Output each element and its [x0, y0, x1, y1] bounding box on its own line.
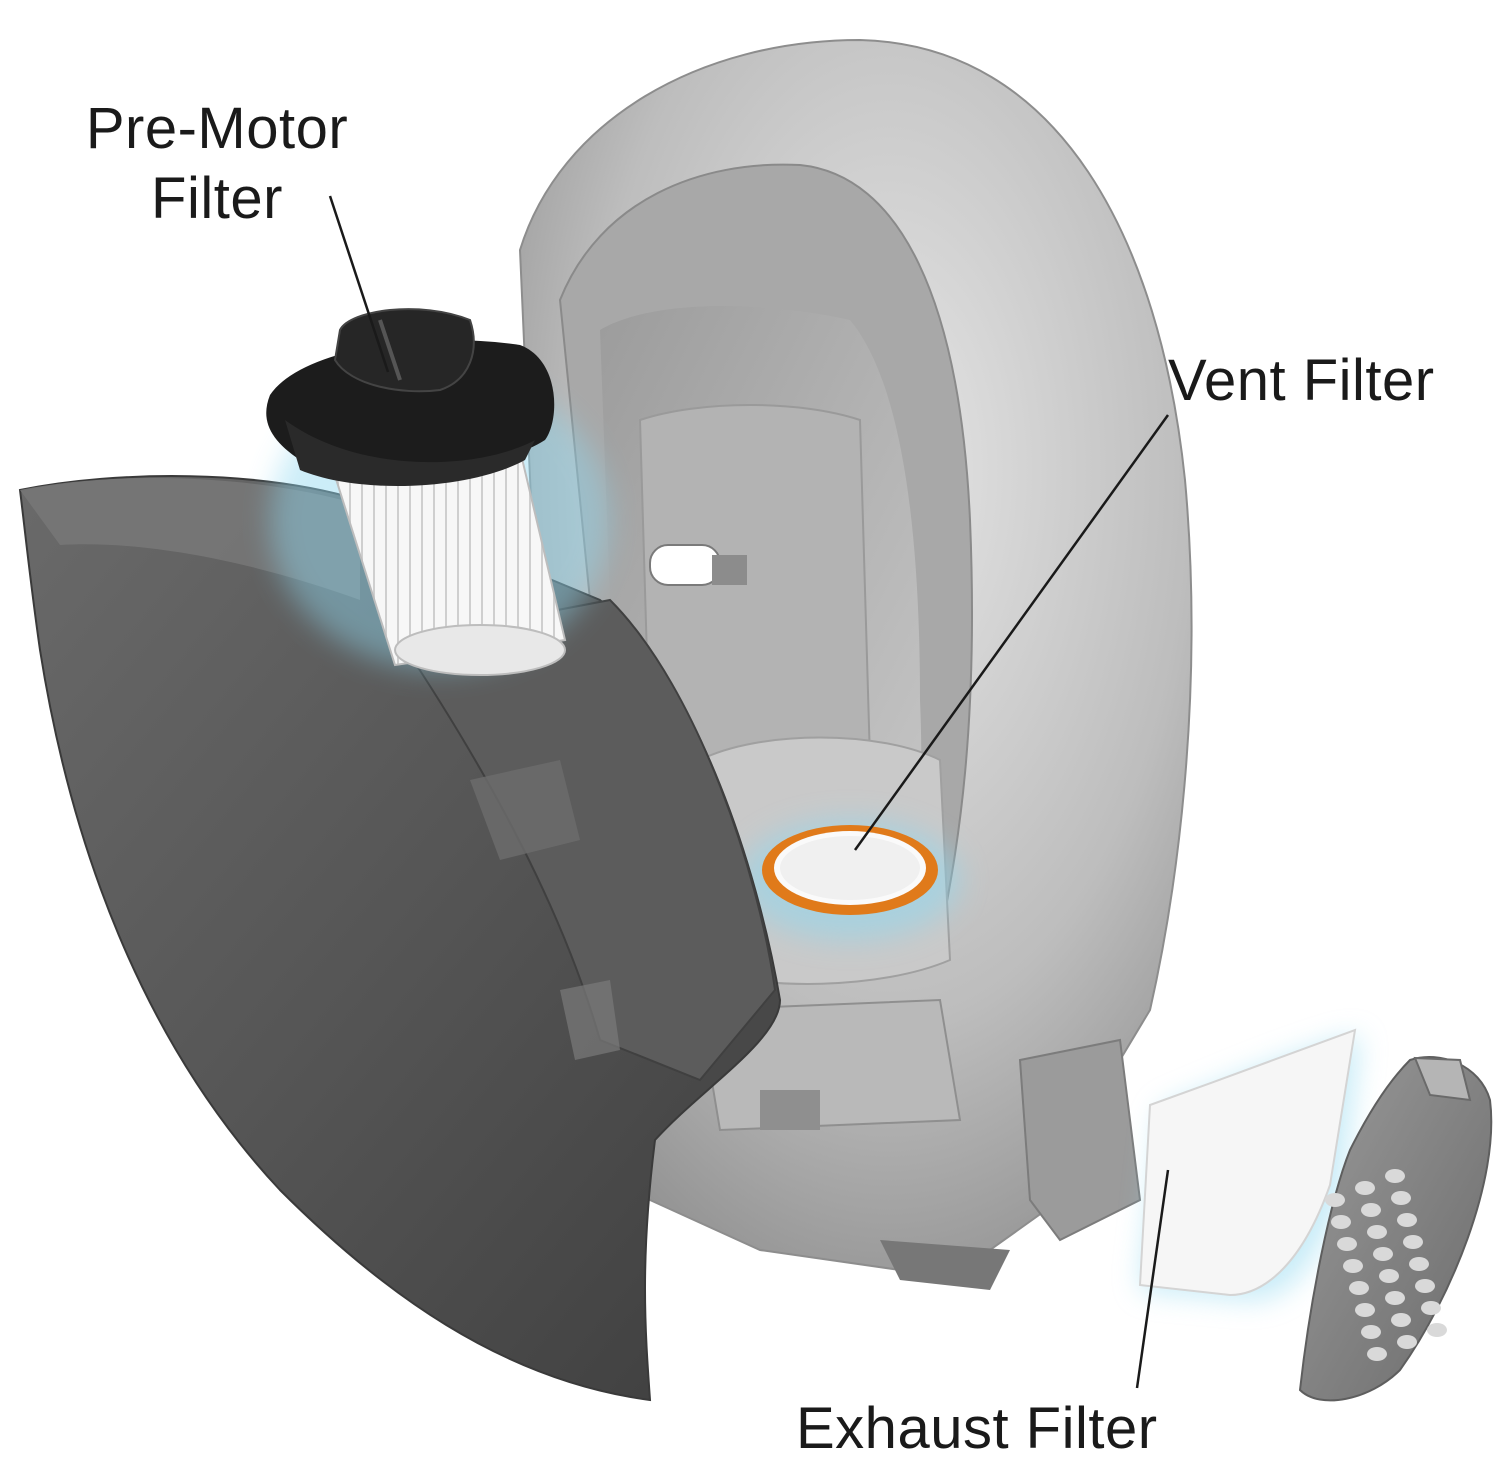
pre-motor-filter-label: Pre-Motor Filter — [52, 94, 382, 234]
grill-hole — [1343, 1259, 1363, 1273]
grill-hole — [1391, 1191, 1411, 1205]
grill-hole — [1397, 1335, 1417, 1349]
grill-hole — [1325, 1193, 1345, 1207]
grill-hole — [1427, 1323, 1447, 1337]
grill-hole — [1361, 1325, 1381, 1339]
grill-hole — [1367, 1225, 1387, 1239]
grill-hole — [1355, 1303, 1375, 1317]
grill-hole — [1385, 1291, 1405, 1305]
grill-hole — [1421, 1301, 1441, 1315]
vent-filter-label: Vent Filter — [1168, 348, 1435, 413]
exhaust-filter — [1138, 1028, 1360, 1300]
grill-hole — [1367, 1347, 1387, 1361]
pre-motor-label-line2: Filter — [151, 166, 283, 231]
grill-hole — [1355, 1181, 1375, 1195]
leader-lines — [328, 195, 1170, 1389]
grill-hole — [1337, 1237, 1357, 1251]
pre-motor-label-line1: Pre-Motor — [85, 96, 349, 161]
pre-motor-filter — [266, 308, 610, 676]
grill-hole — [1373, 1247, 1393, 1261]
exhaust-filter-label: Exhaust Filter — [796, 1396, 1158, 1461]
grill-hole — [1379, 1269, 1399, 1283]
grill-hole — [1391, 1313, 1411, 1327]
grill-hole — [1385, 1169, 1405, 1183]
grill-hole — [1361, 1203, 1381, 1217]
vent-leader-line — [853, 414, 1170, 851]
grill-hole — [1331, 1215, 1351, 1229]
grill-hole — [1409, 1257, 1429, 1271]
vent-filter — [740, 820, 960, 940]
exhaust-leader-line — [1135, 1169, 1170, 1389]
grill-hole — [1397, 1213, 1417, 1227]
grill-hole — [1349, 1281, 1369, 1295]
grill-hole — [1415, 1279, 1435, 1293]
exhaust-grill-cover — [1298, 1055, 1493, 1402]
grill-hole — [1403, 1235, 1423, 1249]
pre-motor-leader-line — [328, 195, 390, 373]
front-cover — [18, 475, 782, 1402]
